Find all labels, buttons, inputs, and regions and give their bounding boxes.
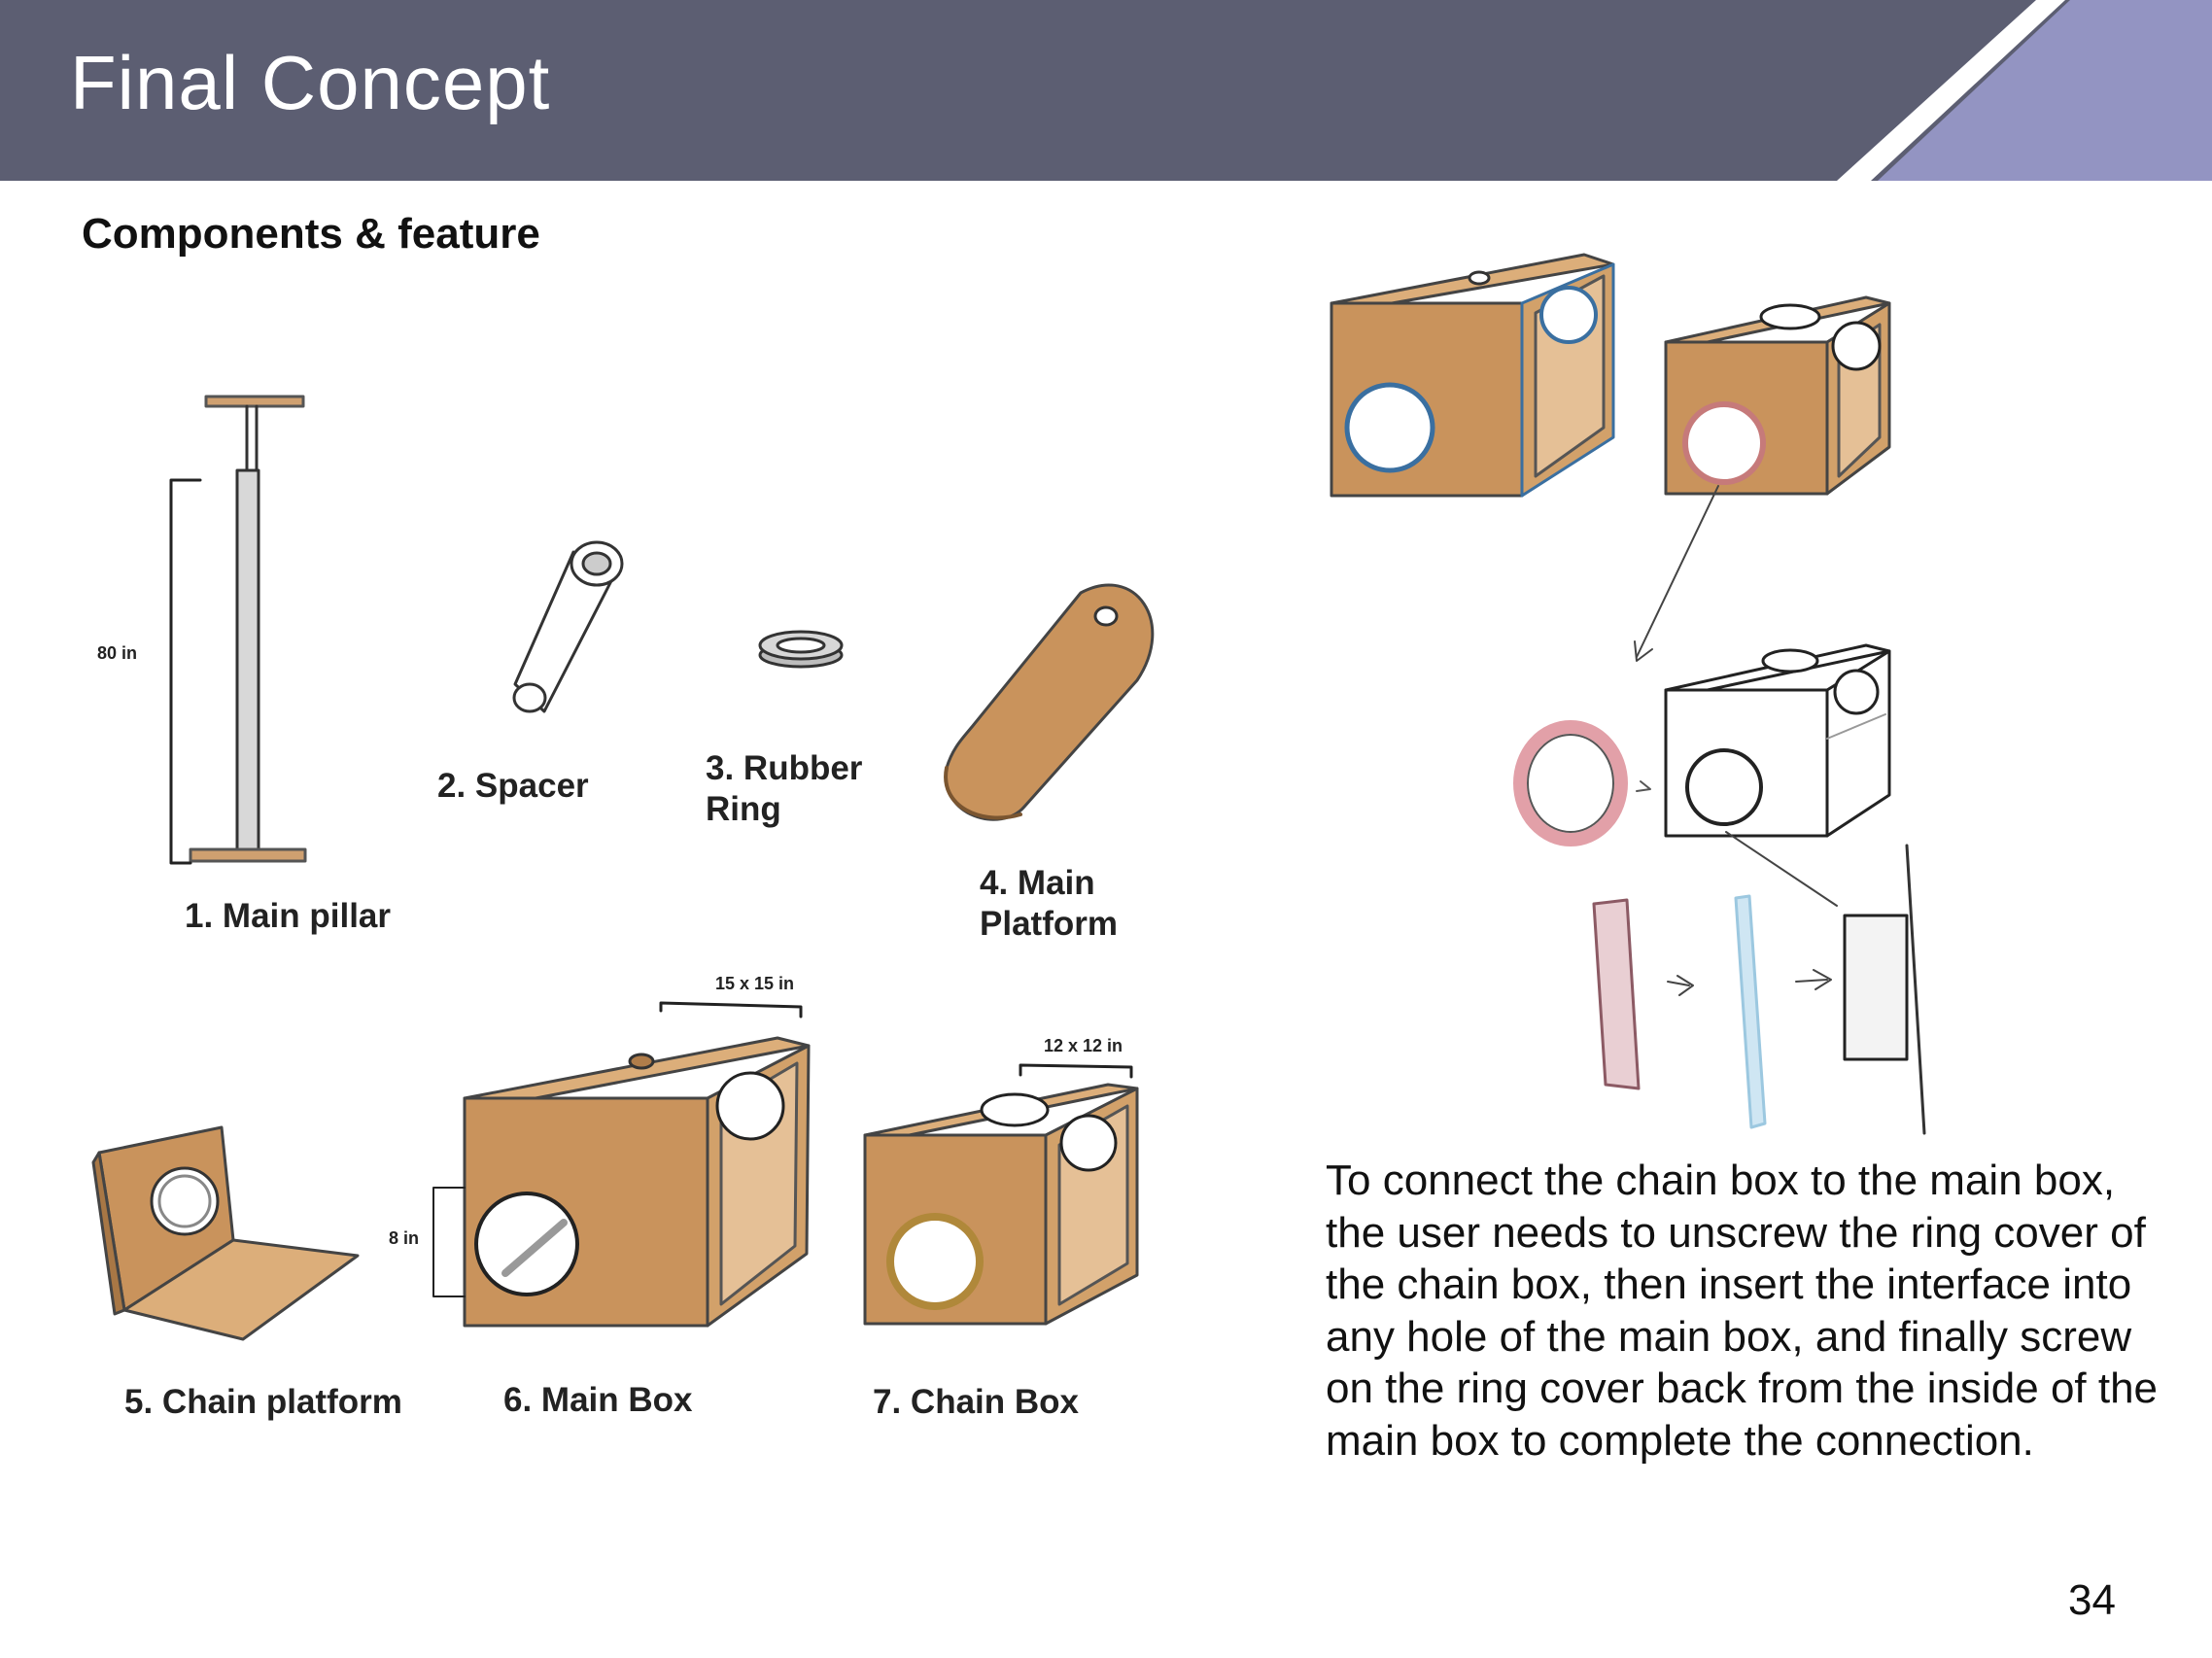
page-title: Final Concept [70, 40, 551, 125]
label-rubber-ring: 3. Rubber Ring [706, 748, 862, 830]
ring-cover-sketch [1513, 720, 1651, 846]
page-number: 34 [2068, 1576, 2116, 1624]
chain-box-sketch [863, 1063, 1139, 1326]
label-rubber-ring-line2: Ring [706, 790, 781, 828]
label-main-platform-line2: Platform [980, 905, 1118, 943]
label-rubber-ring-line1: 3. Rubber [706, 749, 863, 787]
dimension-hole-height: 8 in [389, 1228, 420, 1248]
dimension-pillar-height: 80 in [97, 643, 138, 663]
interface-sequence-sketch [1592, 844, 1926, 1135]
main-pillar-sketch [169, 395, 307, 865]
spacer-sketch [512, 540, 624, 713]
label-main-pillar: 1. Main pillar [185, 897, 391, 935]
dimension-main-box: 15 x 15 in [715, 974, 795, 993]
connection-description: To connect the chain box to the main box… [1326, 1157, 2159, 1465]
assembly-main-box-sketch [1330, 253, 1615, 498]
header-bar: Final Concept [0, 0, 2212, 181]
main-platform-sketch [944, 583, 1155, 821]
outline-box-sketch [1664, 643, 1891, 838]
label-chain-box: 7. Chain Box [873, 1383, 1079, 1421]
assembly-chain-box-sketch [1664, 295, 1891, 496]
label-chain-platform: 5. Chain platform [124, 1383, 402, 1421]
label-main-box: 6. Main Box [503, 1381, 693, 1419]
header-background [0, 0, 2212, 181]
chain-platform-sketch [91, 1125, 360, 1341]
label-spacer: 2. Spacer [437, 767, 589, 805]
dimension-chain-box: 12 x 12 in [1044, 1036, 1123, 1055]
main-box-sketch [432, 1001, 811, 1328]
rubber-ring-sketch [758, 630, 844, 669]
section-subtitle: Components & feature [82, 210, 540, 258]
label-main-platform: 4. Main Platform [980, 863, 1118, 945]
label-main-platform-line1: 4. Main [980, 864, 1095, 902]
